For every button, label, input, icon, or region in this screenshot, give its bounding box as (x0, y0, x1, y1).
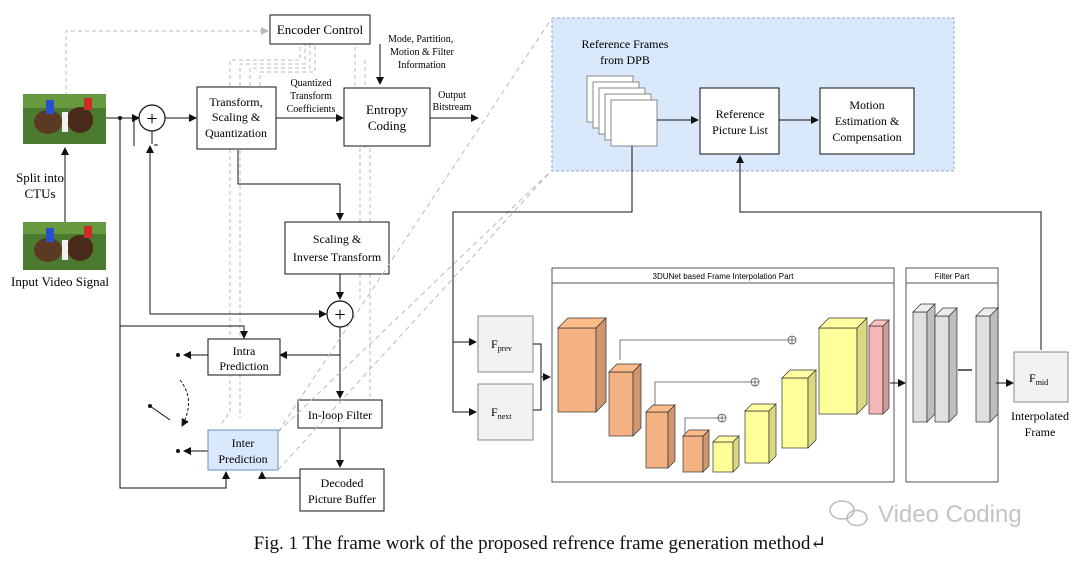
split-label-1: Split into (16, 170, 64, 185)
inter-label-2: Prediction (218, 452, 267, 466)
adder-bottom: + (326, 300, 354, 328)
unet-block-enc-4 (682, 429, 710, 473)
transform-label-3: Quantization (205, 126, 267, 140)
scaling-inverse-1: Scaling & (313, 232, 362, 246)
unet-block-dec-3 (781, 369, 817, 449)
svg-text:Fmid: Fmid (1029, 371, 1048, 387)
quantized-3: Coefficients (287, 104, 336, 115)
skip-adders (717, 335, 797, 423)
mode-info-text: Mode, Partition, Motion & Filter Informa… (388, 34, 455, 71)
quantized-1: Quantized (290, 78, 331, 89)
mode-info-2: Motion & Filter (390, 47, 455, 58)
svg-text:Fnext: Fnext (491, 405, 512, 421)
interp-frame-1: Interpolated (1011, 409, 1069, 423)
entropy-box: Entropy Coding (343, 87, 431, 147)
ref-list-1: Reference (716, 107, 765, 121)
motion-2: Estimation & (835, 114, 900, 128)
output-label-2: Bitstream (433, 102, 472, 113)
transform-label-2: Scaling & (212, 110, 261, 124)
mode-info-1: Mode, Partition, (388, 34, 453, 45)
inter-label-1: Inter (232, 436, 255, 450)
filter-title: Filter Part (935, 272, 970, 281)
f-mid-letter: F (1029, 371, 1036, 385)
intra-label-2: Prediction (219, 359, 268, 373)
split-label-2: CTUs (24, 186, 55, 201)
output-label-1: Output (438, 90, 466, 101)
quantized-text: Quantized Transform Coefficients (287, 78, 336, 115)
figure-caption: Fig. 1 The frame work of the proposed re… (253, 533, 827, 554)
mode-info-3: Information (398, 60, 446, 71)
encoder-control-label: Encoder Control (277, 22, 364, 37)
entropy-label-1: Entropy (366, 102, 408, 117)
filter-blocks (912, 303, 999, 423)
input-frame-bottom (23, 222, 106, 270)
unet-blocks (557, 317, 890, 473)
intra-label-1: Intra (233, 344, 256, 358)
inter-box: Inter Prediction (207, 429, 279, 471)
input-frame-top (23, 94, 106, 144)
inloop-box: In-loop Filter (297, 399, 383, 429)
minus-sign: - (154, 137, 159, 152)
f-next-letter: F (491, 405, 498, 419)
ref-list-2: Picture List (712, 123, 768, 137)
svg-text:Fprev: Fprev (491, 337, 512, 353)
f-next-box: Fnext (477, 383, 534, 441)
dpb-label-2: Picture Buffer (308, 492, 376, 506)
f-next-sub: next (498, 412, 513, 421)
transform-box: Transform, Scaling & Quantization (196, 86, 277, 150)
quantized-2: Transform (290, 91, 332, 102)
zoom-lines (277, 17, 553, 471)
ref-frame-stack (586, 75, 658, 147)
watermark-text: Video Coding (878, 501, 1022, 528)
filter-block-1 (912, 303, 936, 423)
adder-top: + (138, 104, 166, 132)
ref-list-box: Reference Picture List (699, 87, 780, 155)
unet-block-enc-2 (608, 363, 642, 437)
inloop-label: In-loop Filter (308, 408, 372, 422)
input-video-label: Input Video Signal (11, 274, 109, 289)
f-prev-box: Fprev (477, 315, 534, 373)
scaling-inverse-box: Scaling & Inverse Transform (284, 221, 390, 275)
ref-frames-label-1: Reference Frames (582, 37, 669, 51)
transform-label-1: Transform, (209, 95, 262, 109)
ref-frames-label-2: from DPB (600, 53, 650, 67)
unet-block-dec-2 (744, 403, 777, 464)
interp-frame-2: Frame (1025, 425, 1056, 439)
scaling-inverse-2: Inverse Transform (293, 250, 382, 264)
filter-block-2 (934, 307, 958, 423)
dpb-label-1: Decoded (321, 476, 364, 490)
unet-block-dec-4 (818, 317, 868, 415)
adder-bottom-plus: + (334, 304, 345, 326)
motion-3: Compensation (832, 130, 901, 144)
entropy-label-2: Coding (368, 118, 407, 133)
watermark: Video Coding (829, 500, 1022, 528)
dpb-box: Decoded Picture Buffer (299, 468, 385, 512)
f-prev-sub: prev (498, 344, 512, 353)
unet-block-out (868, 319, 890, 415)
unet-block-dec-1 (712, 435, 740, 473)
filter-block-3 (975, 307, 999, 423)
f-prev-letter: F (491, 337, 498, 351)
encoder-control-box: Encoder Control (269, 14, 371, 45)
intra-box: Intra Prediction (207, 338, 281, 376)
interp-title: 3DUNet based Frame Interpolation Part (653, 272, 795, 281)
f-mid-sub: mid (1036, 378, 1048, 387)
motion-box: Motion Estimation & Compensation (819, 87, 915, 155)
unet-block-enc-1 (557, 317, 607, 413)
motion-1: Motion (849, 98, 884, 112)
unet-block-enc-3 (645, 404, 676, 469)
wechat-icon (829, 500, 868, 527)
adder-top-plus: + (146, 108, 157, 130)
f-mid-box: Fmid (1013, 351, 1069, 403)
